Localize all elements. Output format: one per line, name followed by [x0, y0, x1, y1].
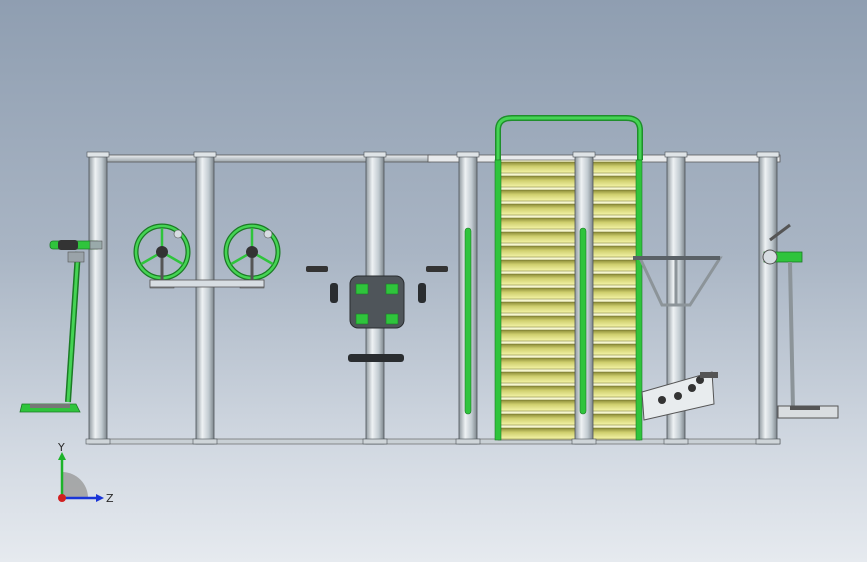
- horizontal-ladder: [497, 159, 641, 441]
- waist-twister: [641, 371, 718, 421]
- z-axis-label: Z: [106, 492, 114, 505]
- chest-press-station: [306, 266, 448, 362]
- ladder-rung: [499, 231, 639, 244]
- support-post: [85, 151, 111, 445]
- wheel-mount-bar: [149, 279, 265, 288]
- ladder-rung: [499, 161, 639, 174]
- ladder-rung: [499, 371, 639, 384]
- ladder-side-rails: [494, 159, 643, 441]
- ladder-rung: [499, 427, 639, 440]
- ladder-rung: [499, 175, 639, 188]
- ladder-rung: [499, 273, 639, 286]
- ladder-rung: [499, 301, 639, 314]
- ladder-rung: [499, 385, 639, 398]
- ladder-rung: [499, 343, 639, 356]
- triad-plane-shading: [62, 472, 88, 498]
- ladder-rung: [499, 315, 639, 328]
- support-post: [192, 151, 218, 445]
- y-axis-label: Y: [57, 442, 65, 454]
- ladder-rung: [499, 203, 639, 216]
- balance-pedal-station: [762, 223, 839, 419]
- handle-bar-frame: [633, 256, 723, 307]
- ladder-rung: [499, 413, 639, 426]
- ladder-rung: [499, 245, 639, 258]
- ladder-rung: [499, 329, 639, 342]
- ladder-rung: [499, 399, 639, 412]
- ladder-rung: [499, 189, 639, 202]
- ladder-rung: [499, 217, 639, 230]
- z-axis-arrowhead: [96, 494, 104, 502]
- hand-wheel: [133, 223, 191, 289]
- ladder-post-grips: [464, 227, 587, 415]
- y-axis-arrowhead: [58, 452, 66, 460]
- support-post: [755, 151, 781, 445]
- ladder-arch: [495, 115, 643, 160]
- leg-stretch-station: [19, 240, 103, 413]
- orientation-triad[interactable]: Y Z: [48, 442, 118, 512]
- ladder-rung: [499, 357, 639, 370]
- ladder-rung: [499, 287, 639, 300]
- twin-hand-wheels: [133, 223, 281, 289]
- hand-wheel: [223, 223, 281, 289]
- ladder-rung: [499, 259, 639, 272]
- triad-origin: [58, 494, 66, 502]
